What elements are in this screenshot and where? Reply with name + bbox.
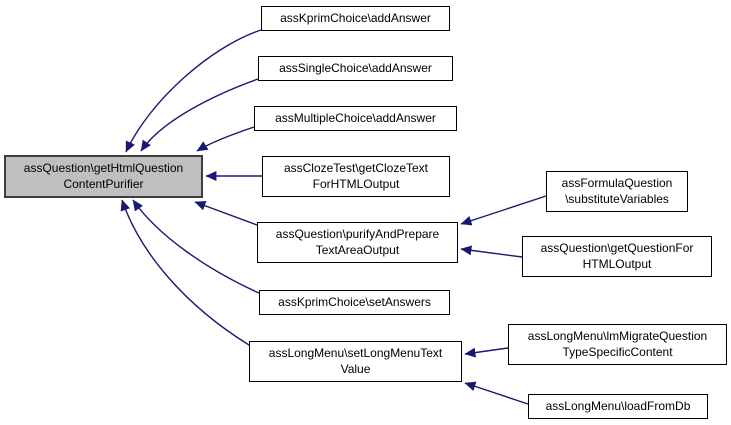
- node-assKprimChoice-addAnswer[interactable]: assKprimChoice\addAnswer: [261, 6, 450, 31]
- node-label: assQuestion\getHtmlQuestion ContentPurif…: [23, 160, 184, 191]
- node-assQuestion-getHtmlQuestionContentPurifier: assQuestion\getHtmlQuestion ContentPurif…: [4, 155, 203, 198]
- node-assQuestion-purifyAndPrepareTextAreaOutput[interactable]: assQuestion\purifyAndPrepare TextAreaOut…: [257, 222, 458, 263]
- edge-formulaSub-purify: [460, 195, 547, 226]
- node-label: assQuestion\purifyAndPrepare TextAreaOut…: [275, 226, 440, 257]
- edge-longMenuSet-main: [120, 199, 250, 346]
- node-assMultipleChoice-addAnswer[interactable]: assMultipleChoice\addAnswer: [254, 106, 457, 131]
- edge-getQuestionFor-purify: [460, 245, 523, 258]
- node-label: assKprimChoice\setAnswers: [278, 294, 431, 309]
- node-label: assLongMenu\loadFromDb: [545, 398, 691, 413]
- node-label: assMultipleChoice\addAnswer: [275, 110, 436, 125]
- node-assLongMenu-lmMigrateQuestionTypeSpecificContent[interactable]: assLongMenu\lmMigrateQuestion TypeSpecif…: [508, 324, 727, 365]
- node-label: assLongMenu\lmMigrateQuestion TypeSpecif…: [527, 328, 708, 359]
- node-assFormulaQuestion-substituteVariables[interactable]: assFormulaQuestion \substituteVariables: [546, 171, 688, 212]
- node-label: assQuestion\getQuestionFor HTMLOutput: [540, 240, 694, 271]
- node-assQuestion-getQuestionForHTMLOutput[interactable]: assQuestion\getQuestionFor HTMLOutput: [522, 236, 712, 277]
- edge-loadFromDb-longMenuSet: [464, 381, 529, 405]
- node-label: assSingleChoice\addAnswer: [279, 60, 432, 75]
- edge-singleAdd-main: [140, 78, 259, 152]
- node-assClozeTest-getClozeTextForHTMLOutput[interactable]: assClozeTest\getClozeText ForHTMLOutput: [262, 156, 450, 197]
- node-label: assLongMenu\setLongMenuText Value: [268, 345, 443, 376]
- node-label: assClozeTest\getClozeText ForHTMLOutput: [283, 160, 429, 191]
- edge-multipleAdd-main: [196, 126, 255, 152]
- edge-purify-main: [194, 200, 258, 226]
- node-label: assKprimChoice\addAnswer: [280, 10, 431, 25]
- node-assLongMenu-setLongMenuTextValue[interactable]: assLongMenu\setLongMenuText Value: [249, 341, 462, 382]
- edge-kprimSet-main: [132, 199, 260, 294]
- node-label: assFormulaQuestion \substituteVariables: [561, 175, 673, 206]
- edge-lmMigrate-longMenuSet: [464, 347, 509, 358]
- node-assLongMenu-loadFromDb[interactable]: assLongMenu\loadFromDb: [528, 394, 708, 419]
- edge-kprimAdd-main: [125, 29, 262, 153]
- node-assSingleChoice-addAnswer[interactable]: assSingleChoice\addAnswer: [258, 56, 453, 81]
- node-assKprimChoice-setAnswers[interactable]: assKprimChoice\setAnswers: [259, 290, 450, 315]
